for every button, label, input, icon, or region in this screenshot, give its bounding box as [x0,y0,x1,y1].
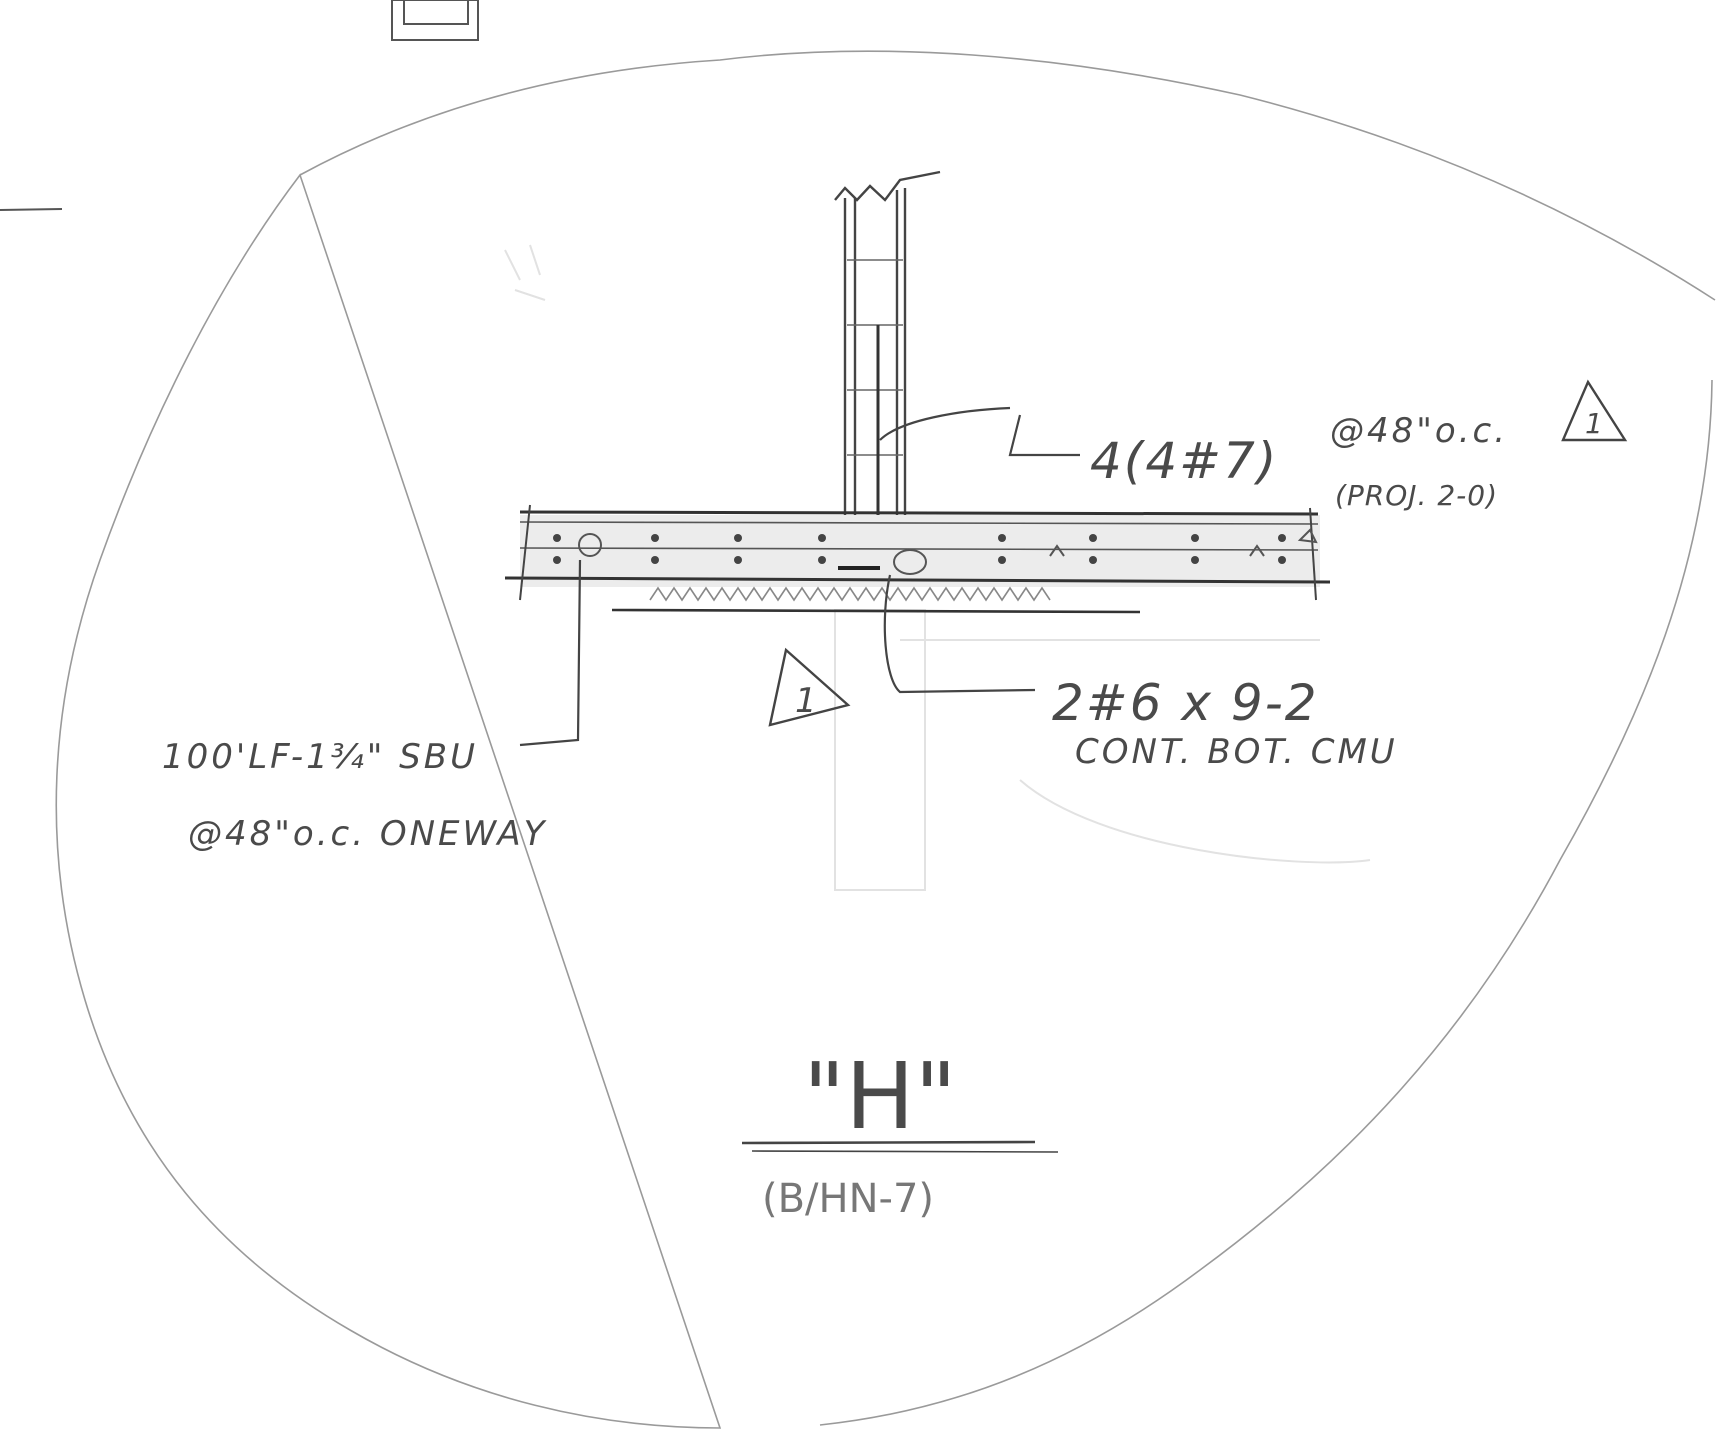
bond-beam-callout: 2#6 x 9-2 [1052,674,1319,732]
shear-bolt-spacing: @48"o.c. ONEWAY [188,814,547,854]
slab-rebar [553,534,1286,564]
bond-beam-note: CONT. BOT. CMU [1075,732,1398,772]
revision-triangles [768,379,1628,727]
detail-reference: (B/HN-7) [762,1176,934,1222]
detail-mark: "H" [803,1043,957,1150]
slab-section [504,504,1331,601]
dowel-projection: (PROJ. 2-0) [1335,479,1498,512]
sheet-tab-fragment [0,0,479,211]
cmu-wall [834,170,941,555]
revision-number-left: 1 [795,681,820,721]
shear-bolt-callout: 100'LF-1¾" SBU [162,737,478,777]
dowel-callout: 4(4#7) [1090,432,1278,490]
detail-title-underline [741,1140,1059,1153]
revision-cloud [55,50,1716,1429]
slab-bolt-marks [578,528,1318,575]
revision-number-right: 1 [1585,407,1604,440]
base-hatching [649,586,1051,602]
dowel-spacing: @48"o.c. [1330,411,1508,451]
leader-lines [519,406,1080,747]
base-line [611,608,1141,614]
